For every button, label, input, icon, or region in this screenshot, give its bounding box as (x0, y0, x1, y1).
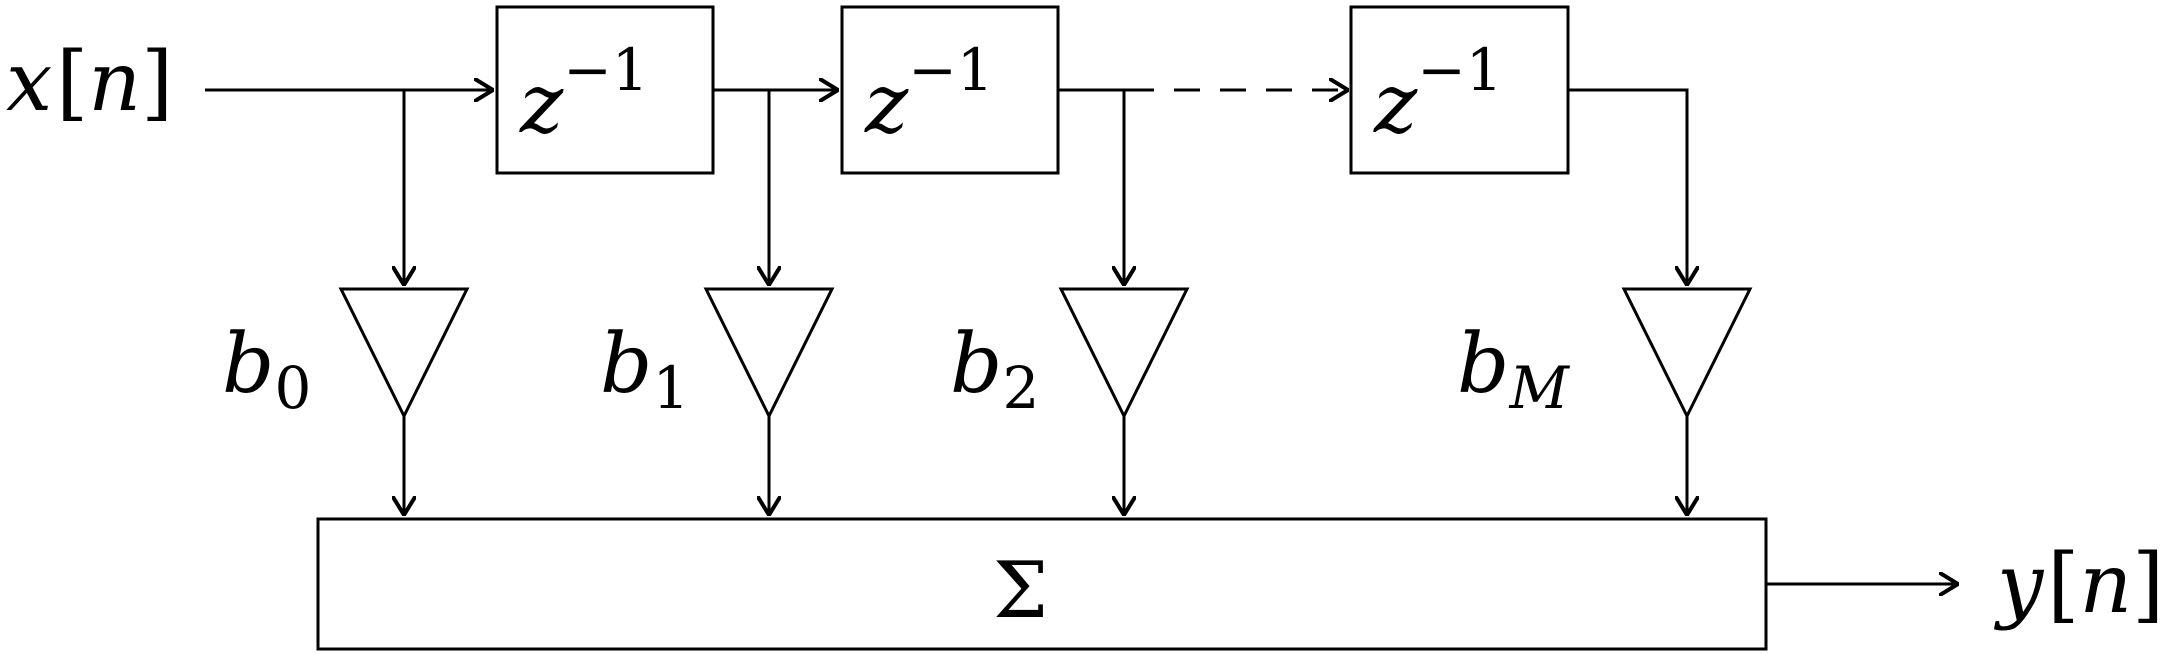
delay-line (205, 88, 1689, 130)
gain-m-triangle (1621, 287, 1753, 420)
input-arg: n (88, 35, 141, 130)
delay-block-2: z−1 (840, 5, 1060, 175)
svg-text:x[n]: x[n] (6, 35, 173, 130)
delay-block-2-exponent: −1 (908, 36, 994, 104)
svg-text:b0: b0 (222, 317, 311, 422)
gain-m-base: b (1457, 317, 1510, 412)
gain-1-sub: 1 (653, 354, 690, 422)
input-var: x (6, 35, 52, 130)
delay3-out-line (1568, 88, 1689, 130)
output-label: y[n] (1993, 537, 2164, 632)
svg-text:z−1: z−1 (519, 36, 649, 152)
gain-0-triangle (338, 287, 470, 420)
gain-1-base: b (600, 317, 653, 412)
summer-block: Σ (316, 517, 1768, 651)
output-arg: n (2079, 537, 2132, 632)
gain-labels: b0 b1 b2 bM (222, 317, 1571, 422)
gain-output-arrows (404, 416, 1687, 515)
delay-block-3: z−1 (1349, 5, 1570, 175)
svg-text:z−1: z−1 (864, 36, 994, 152)
svg-text:z−1: z−1 (1373, 36, 1503, 152)
gain-1-triangle (703, 287, 835, 420)
svg-text:b1: b1 (600, 317, 689, 422)
delay-block-3-exponent: −1 (1417, 36, 1503, 104)
tap-arrows (404, 90, 1687, 285)
delay-block-1-exponent: −1 (563, 36, 649, 104)
svg-text:b2: b2 (950, 317, 1039, 422)
gain-m-sub: M (1509, 354, 1571, 422)
delay-block-3-base: z (1373, 57, 1418, 152)
input-label: x[n] (6, 35, 173, 130)
gain-triangles (338, 287, 1753, 420)
svg-text:y[n]: y[n] (1993, 537, 2164, 632)
gain-0-sub: 0 (275, 354, 312, 422)
gain-2-base: b (950, 317, 1003, 412)
delay-block-2-base: z (864, 57, 909, 152)
gain-2-triangle (1058, 287, 1190, 420)
output-var: y (1993, 537, 2045, 632)
gain-2-sub: 2 (1003, 354, 1040, 422)
delay-block-1-base: z (519, 57, 564, 152)
gain-0-base: b (222, 317, 275, 412)
delay-block-1: z−1 (495, 5, 715, 175)
summer-symbol: Σ (993, 546, 1048, 636)
svg-text:bM: bM (1457, 317, 1571, 422)
